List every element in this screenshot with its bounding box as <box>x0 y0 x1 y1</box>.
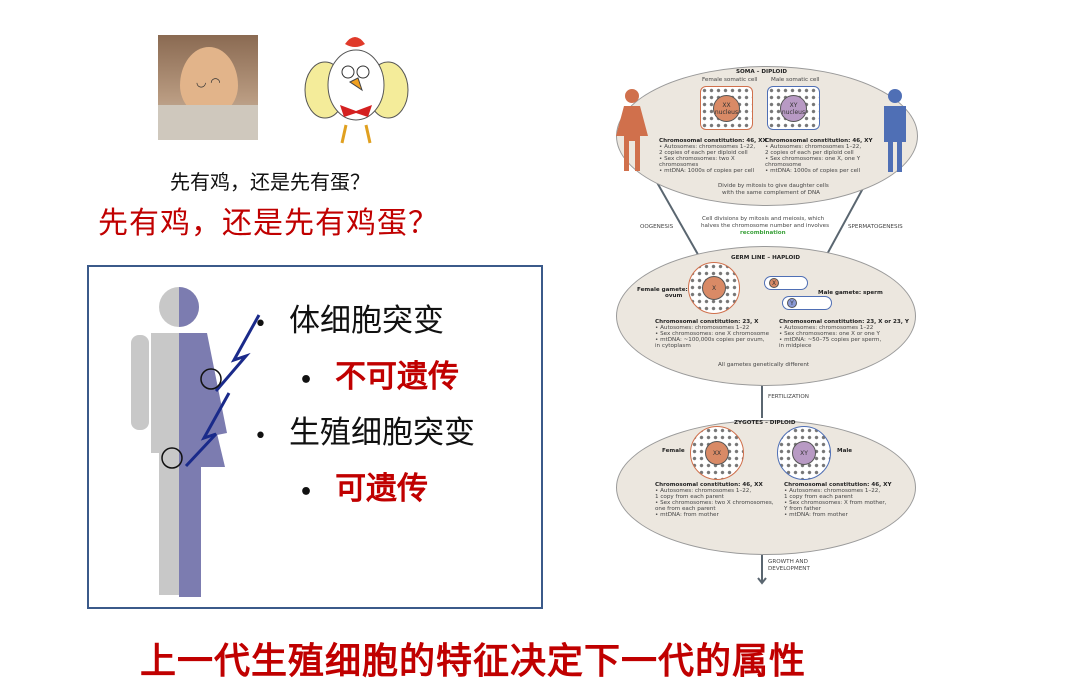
mutation-box: •体细胞突变 •不可遗传 •生殖细胞突变 •可遗传 <box>87 265 543 609</box>
male-somatic-cell: XY nucleus <box>767 86 820 130</box>
male-figure-icon <box>884 89 906 172</box>
ovum-label: Female gamete: <box>637 287 688 293</box>
mitosis-note-2: with the same complement of DNA <box>722 190 821 196</box>
human-figure-illustration <box>131 287 261 597</box>
zygote-male-label: Male <box>837 448 853 454</box>
female-figure-icon <box>616 89 648 171</box>
chicken-cartoon <box>300 30 412 146</box>
spermatogenesis-label: SPERMATOGENESIS <box>848 224 903 230</box>
zygote-ellipse <box>616 420 916 555</box>
soma-title: SOMA – DIPLOID <box>736 69 788 75</box>
meiosis-note: Cell divisions by mitosis and meiosis, w… <box>702 216 825 222</box>
oogenesis-label: OOGENESIS <box>640 224 674 230</box>
germline-title: GERM LINE – HAPLOID <box>731 255 801 261</box>
male-cell-label: Male somatic cell <box>771 77 820 83</box>
sperm-label: Male gamete: sperm <box>818 290 883 296</box>
sperm-x: X <box>764 276 808 290</box>
meiosis-note-3: recombination <box>740 230 786 236</box>
sperm-y: Y <box>782 296 832 310</box>
development-label: DEVELOPMENT <box>768 566 810 572</box>
mitosis-note: Divide by mitosis to give daughter cells <box>718 183 829 189</box>
egg-photo: ◡ ◠ <box>158 35 258 140</box>
growth-label: GROWTH AND <box>768 559 808 565</box>
male-zygote: XY <box>777 426 831 480</box>
bullet-germline-mutation: •生殖细胞突变 <box>254 415 475 451</box>
female-zygote: XX <box>690 426 744 480</box>
zygote-title: ZYGOTES – DIPLOID <box>734 420 796 426</box>
bullet-heritable: •可遗传 <box>299 471 429 507</box>
female-somatic-cell: XX nucleus <box>700 86 753 130</box>
bullet-somatic-mutation: •体细胞突变 <box>254 303 444 339</box>
fertilization-label: FERTILIZATION <box>768 394 809 400</box>
gametes-note: All gametes genetically different <box>718 362 810 368</box>
ovum: X <box>688 262 740 314</box>
meiosis-note-2: halves the chromosome number and involve… <box>701 223 829 229</box>
bottom-title: 上一代生殖细胞的特征决定下一代的属性 <box>140 641 807 682</box>
ovum-label-2: ovum <box>665 293 683 299</box>
germline-ellipse <box>616 246 916 386</box>
bullet-not-heritable: •不可遗传 <box>299 359 460 395</box>
female-cell-label: Female somatic cell <box>702 77 758 83</box>
question-small: 先有鸡，还是先有蛋？ <box>170 170 370 194</box>
question-large: 先有鸡，还是先有鸡蛋？ <box>98 206 439 241</box>
zygote-female-label: Female <box>662 448 685 454</box>
